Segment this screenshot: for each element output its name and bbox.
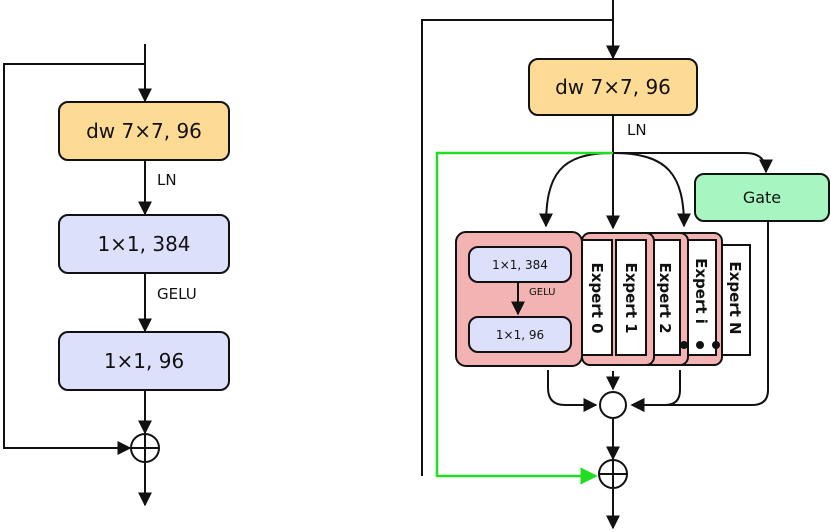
merge-arrow-expert-i — [630, 370, 681, 412]
expert-1-label: Expert 1 — [622, 262, 640, 334]
expert-n-strip — [719, 244, 751, 356]
left-sum-node — [130, 433, 160, 463]
left-connectors — [3, 44, 152, 507]
gate-box: Gate — [694, 173, 830, 222]
left-expand-box: 1×1, 384 — [58, 214, 230, 274]
right-dw-conv-box: dw 7×7, 96 — [528, 58, 698, 116]
expert-i-strip — [685, 239, 717, 356]
merge-arrow-expert-0 — [547, 370, 598, 412]
route-arrow-expert-0 — [539, 152, 614, 228]
left-skip-connection — [3, 63, 145, 455]
right-ln-label: LN — [627, 121, 647, 139]
route-arrow-expert-i — [612, 152, 691, 228]
expert-1-strip — [615, 239, 647, 356]
expert-project-box: 1×1, 96 — [468, 316, 572, 353]
expert-0-strip — [581, 239, 613, 356]
ellipsis-dots — [680, 341, 720, 349]
arrow-to-gate — [613, 152, 773, 174]
left-project-box: 1×1, 96 — [58, 331, 230, 391]
right-skip-connection — [421, 19, 613, 476]
gate-weight-arrow — [630, 222, 769, 412]
expert-combine-node — [599, 391, 627, 419]
left-gelu-label: GELU — [157, 285, 197, 303]
expert-expand-box: 1×1, 384 — [468, 246, 572, 283]
right-sum-node — [598, 459, 628, 489]
expert-2-label: Expert 2 — [656, 262, 674, 334]
expert-0-label: Expert 0 — [588, 262, 606, 334]
left-dw-conv-box: dw 7×7, 96 — [58, 101, 230, 161]
expert-n-label: Expert N — [726, 261, 744, 335]
right-connectors — [421, 0, 773, 530]
left-ln-label: LN — [157, 171, 177, 189]
highlighted-skip-connection — [435, 151, 613, 485]
expert-i-label: Expert i — [692, 258, 710, 324]
expert-gelu-label: GELU — [529, 287, 556, 298]
